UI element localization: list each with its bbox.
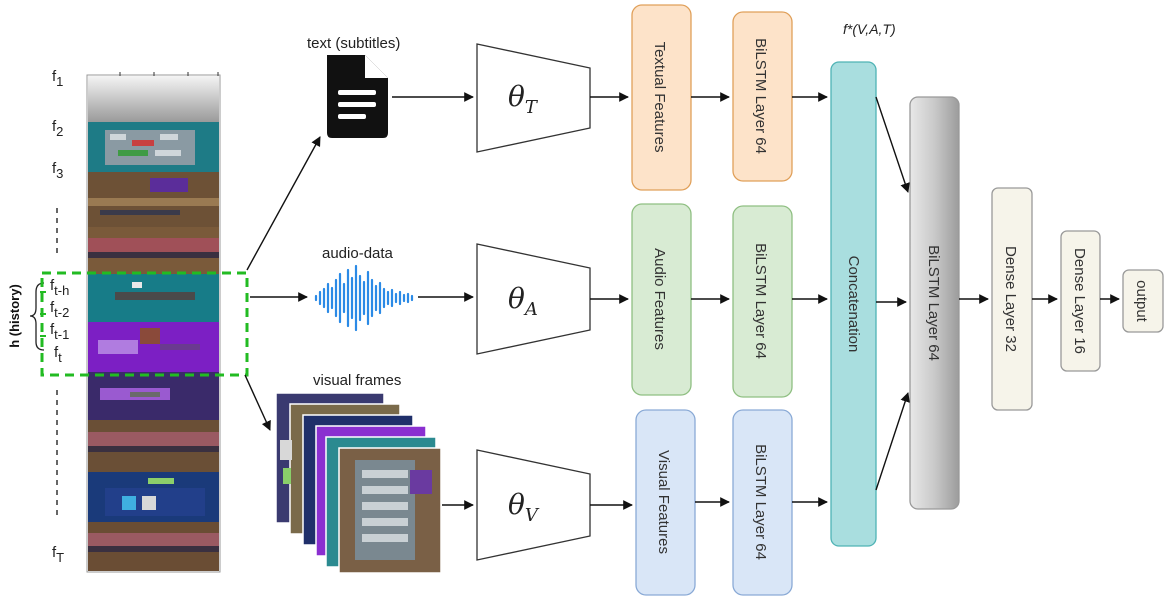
frame-thumb-3 [88,172,219,227]
frame-thumb-5 [88,274,219,322]
frame-thumb-7 [88,372,219,420]
bilstm-textual-box: BiLSTM Layer 64 [732,11,793,182]
svg-text:Dense Layer 32: Dense Layer 32 [1002,246,1019,352]
text-input-label: text (subtitles) [307,35,400,52]
textual-features-box: Textual Features [631,4,692,191]
frame-label-T: fT [52,544,64,565]
frame-label-t-h: ft-h [50,277,69,298]
svg-text:Dense Layer 16: Dense Layer 16 [1071,248,1088,354]
frame-label-1: f1 [52,68,63,89]
document-icon [327,55,388,138]
frame-thumb-9 [88,472,219,522]
dense16-box: Dense Layer 16 [1060,230,1101,372]
svg-text:Visual Features: Visual Features [655,450,672,554]
svg-text:output: output [1133,280,1150,323]
frame-thumb-1 [88,76,219,122]
encoder-visual: θV [476,449,591,561]
svg-text:θV: θV [508,488,540,526]
frame-label-t-2: ft-2 [50,299,69,320]
frame-thumb-8 [88,420,219,472]
svg-text:Concatenation: Concatenation [845,256,862,353]
frame-label-t-1: ft-1 [50,321,69,342]
bilstm-visual-box: BiLSTM Layer 64 [732,409,793,596]
arrows [244,92,1120,510]
frame-label-3: f3 [52,160,63,181]
visual-input-label: visual frames [313,372,401,389]
filmstrip [56,72,221,573]
output-box: output [1122,269,1164,333]
frame-thumb-2 [88,122,219,172]
encoder-audio: θA [476,243,591,355]
history-label: h (history) [7,284,22,348]
concatenation-box: Concatenation [830,61,877,547]
audio-features-box: Audio Features [631,203,692,396]
fusion-function-label: f*(V,A,T) [843,21,896,37]
dense32-box: Dense Layer 32 [991,187,1033,411]
svg-text:BiLSTM Layer 64: BiLSTM Layer 64 [752,444,769,560]
frame-thumb-10 [88,522,219,571]
frame-labels: f1 f2 f3 ft-h ft-2 ft-1 ft fT [50,68,69,565]
bilstm-audio-box: BiLSTM Layer 64 [732,205,793,398]
svg-text:BiLSTM Layer 64: BiLSTM Layer 64 [752,243,769,359]
svg-text:BiLSTM Layer 64: BiLSTM Layer 64 [752,38,769,154]
svg-text:BiLSTM Layer 64: BiLSTM Layer 64 [925,245,942,361]
bilstm-head-box: BiLSTM Layer 64 [909,96,960,510]
history-window-box [40,271,249,377]
frame-thumb-4 [88,227,219,274]
history-annotation: h (history) [7,282,46,351]
audio-input-label: audio-data [322,245,394,262]
encoder-text: θT [476,43,591,153]
frame-label-2: f2 [52,118,63,139]
visual-features-box: Visual Features [635,409,696,596]
svg-text:Textual Features: Textual Features [651,42,668,153]
svg-text:θA: θA [508,282,538,320]
svg-text:Audio Features: Audio Features [651,248,668,350]
audio-wave-icon [314,264,414,332]
frame-label-t: ft [54,344,62,365]
visual-frames-stack-icon [275,392,442,574]
frame-thumb-6 [88,322,219,372]
svg-text:θT: θT [508,80,539,118]
